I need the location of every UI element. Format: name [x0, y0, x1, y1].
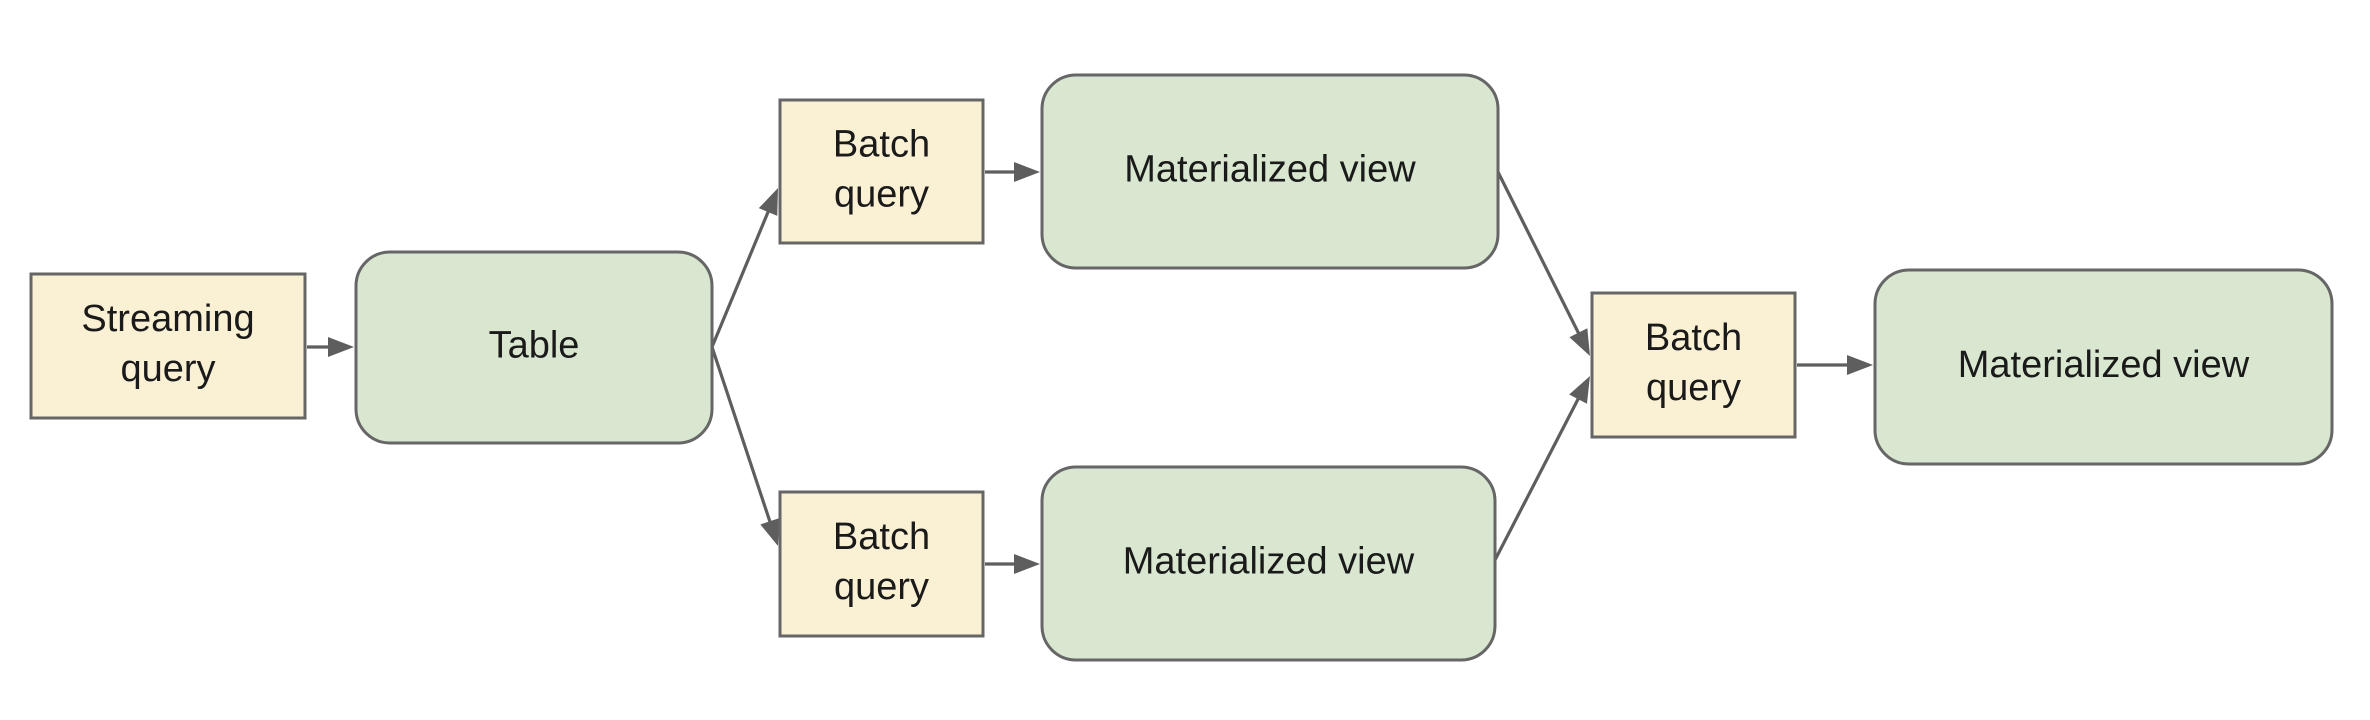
node-materialized-view-final[interactable]: Materialized view: [1873, 268, 2334, 466]
node-shape-materialized-view-final[interactable]: [1873, 268, 2334, 466]
node-label-table: Table: [489, 325, 580, 367]
node-shape-batch-query-bottom[interactable]: [778, 490, 985, 638]
node-label-line: query: [834, 174, 929, 216]
node-label-line: query: [120, 348, 215, 390]
edge-streaming-query-to-table: [307, 337, 354, 357]
node-shape-batch-query-top[interactable]: [778, 98, 985, 245]
node-label-line: Batch: [833, 124, 930, 166]
node-label-materialized-view-final: Materialized view: [1958, 344, 2250, 386]
node-label-line: Materialized view: [1124, 149, 1416, 191]
edges-layer: [307, 162, 1873, 574]
node-label-materialized-view-bottom: Materialized view: [1123, 541, 1415, 583]
node-batch-query-top[interactable]: Batch query: [778, 98, 985, 245]
edge-batch-query-merge-to-materialized-view-final: [1797, 355, 1873, 375]
node-label-line: Batch: [833, 516, 930, 558]
arrowhead-icon: [1569, 376, 1590, 404]
edge-line: [1496, 171, 1581, 336]
node-label-line: Materialized view: [1123, 541, 1415, 583]
node-shape-streaming-query[interactable]: [29, 272, 307, 420]
node-shape-materialized-view-top[interactable]: [1040, 73, 1500, 270]
edge-materialized-view-bottom-to-batch-query-merge: [1493, 376, 1590, 561]
arrowhead-icon: [760, 518, 780, 546]
edge-line: [710, 346, 772, 524]
edge-table-to-batch-query-bottom: [710, 346, 780, 546]
arrowhead-icon: [328, 337, 354, 357]
edge-batch-query-top-to-materialized-view-top: [985, 162, 1040, 182]
node-label-streaming-query: Streaming query: [81, 298, 254, 390]
node-batch-query-merge[interactable]: Batch query: [1590, 291, 1797, 439]
node-label-batch-query-merge: Batch query: [1645, 317, 1742, 409]
node-label-line: Batch: [1645, 317, 1742, 359]
node-shape-materialized-view-bottom[interactable]: [1040, 465, 1497, 662]
arrowhead-icon: [1847, 355, 1873, 375]
arrowhead-icon: [1014, 162, 1040, 182]
edge-materialized-view-top-to-batch-query-merge: [1496, 171, 1590, 356]
node-label-line: Streaming: [81, 298, 254, 340]
edge-batch-query-bottom-to-materialized-view-bottom: [985, 554, 1040, 574]
node-batch-query-bottom[interactable]: Batch query: [778, 490, 985, 638]
node-label-line: Table: [489, 325, 580, 367]
node-label-batch-query-top: Batch query: [833, 124, 930, 216]
node-label-materialized-view-top: Materialized view: [1124, 149, 1416, 191]
edge-line: [1493, 396, 1581, 561]
node-materialized-view-bottom[interactable]: Materialized view: [1040, 465, 1497, 662]
edge-table-to-batch-query-top: [710, 188, 778, 348]
node-label-line: Materialized view: [1958, 344, 2250, 386]
node-label-line: query: [1646, 367, 1741, 409]
node-shape-table[interactable]: [354, 250, 714, 445]
edge-line: [710, 209, 771, 348]
arrowhead-icon: [1569, 328, 1590, 356]
arrowhead-icon: [758, 188, 778, 216]
node-label-line: query: [834, 566, 929, 608]
node-shape-batch-query-merge[interactable]: [1590, 291, 1797, 439]
node-label-batch-query-bottom: Batch query: [833, 516, 930, 608]
node-table[interactable]: Table: [354, 250, 714, 445]
node-streaming-query[interactable]: Streaming query: [29, 272, 307, 420]
node-materialized-view-top[interactable]: Materialized view: [1040, 73, 1500, 270]
arrowhead-icon: [1014, 554, 1040, 574]
